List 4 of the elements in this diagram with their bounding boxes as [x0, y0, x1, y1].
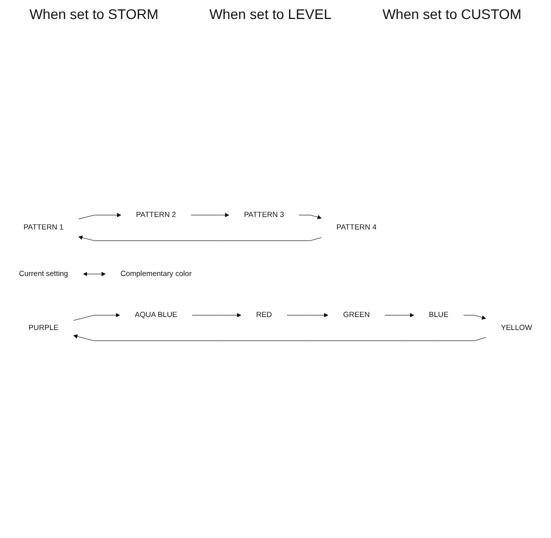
- section-heading: When set to LEVEL: [209, 6, 332, 22]
- section-heading: When set to STORM: [29, 6, 158, 22]
- section-heading: When set to CUSTOM: [382, 6, 522, 22]
- arrow: [73, 313, 120, 322]
